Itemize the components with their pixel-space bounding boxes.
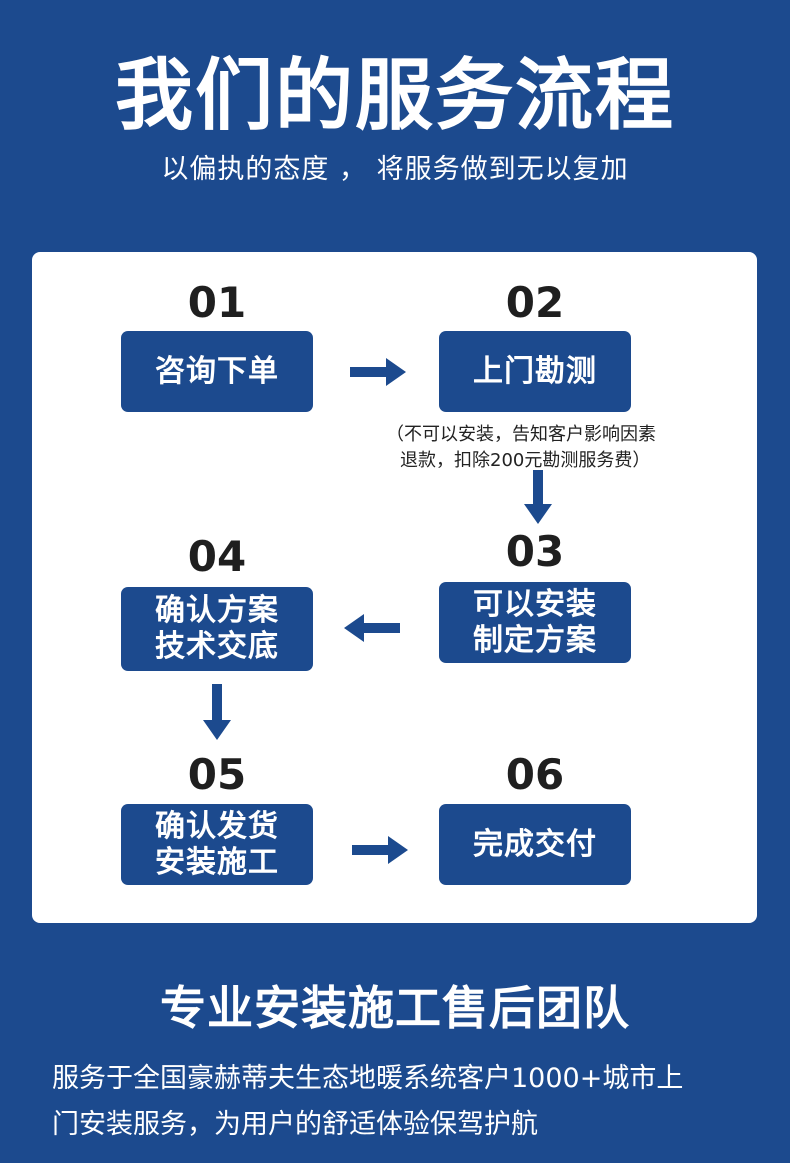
arrow-down-icon xyxy=(524,470,552,524)
team-description: 服务于全国豪赫蒂夫生态地暖系统客户1000+城市上 门安装服务，为用户的舒适体验… xyxy=(52,1056,752,1148)
step-number-03: 03 xyxy=(505,527,565,576)
step-label: 确认方案 xyxy=(155,593,279,628)
arrow-left-icon xyxy=(344,614,400,642)
step-label: 上门勘测 xyxy=(473,353,597,389)
step-box-03: 可以安装 制定方案 xyxy=(439,582,631,663)
team-title: 专业安装施工售后团队 xyxy=(160,981,630,1035)
step-label: 完成交付 xyxy=(473,826,597,862)
arrow-down-icon xyxy=(203,684,231,740)
step-label: 咨询下单 xyxy=(155,353,279,389)
step-box-04: 确认方案 技术交底 xyxy=(121,587,313,671)
step-box-01: 咨询下单 xyxy=(121,331,313,412)
page-title: 我们的服务流程 xyxy=(114,51,675,141)
arrow-right-icon xyxy=(352,836,408,864)
step-number-06: 06 xyxy=(505,750,565,799)
team-description-line: 服务于全国豪赫蒂夫生态地暖系统客户1000+城市上 xyxy=(52,1063,684,1094)
step-number-04: 04 xyxy=(187,532,247,581)
step-label: 安装施工 xyxy=(155,844,279,880)
step-number-01: 01 xyxy=(187,278,247,327)
arrow-right-icon xyxy=(350,358,406,386)
step-box-05: 确认发货 安装施工 xyxy=(121,804,313,885)
page-subtitle: 以偏执的态度 ， 将服务做到无以复加 xyxy=(161,154,629,185)
step-label: 可以安装 xyxy=(473,586,597,622)
step-box-06: 完成交付 xyxy=(439,804,631,885)
step-label: 制定方案 xyxy=(473,622,597,658)
step-number-02: 02 xyxy=(505,278,565,327)
step-label: 技术交底 xyxy=(155,629,279,664)
step-box-02: 上门勘测 xyxy=(439,331,631,412)
survey-note: （不可以安装，告知客户影响因素 退款，扣除200元勘测服务费） xyxy=(386,422,696,474)
note-line: 退款，扣除200元勘测服务费） xyxy=(400,450,651,471)
step-number-05: 05 xyxy=(187,750,247,799)
note-line: （不可以安装，告知客户影响因素 xyxy=(386,424,656,445)
step-label: 确认发货 xyxy=(155,808,279,844)
team-description-line: 门安装服务，为用户的舒适体验保驾护航 xyxy=(52,1109,538,1140)
